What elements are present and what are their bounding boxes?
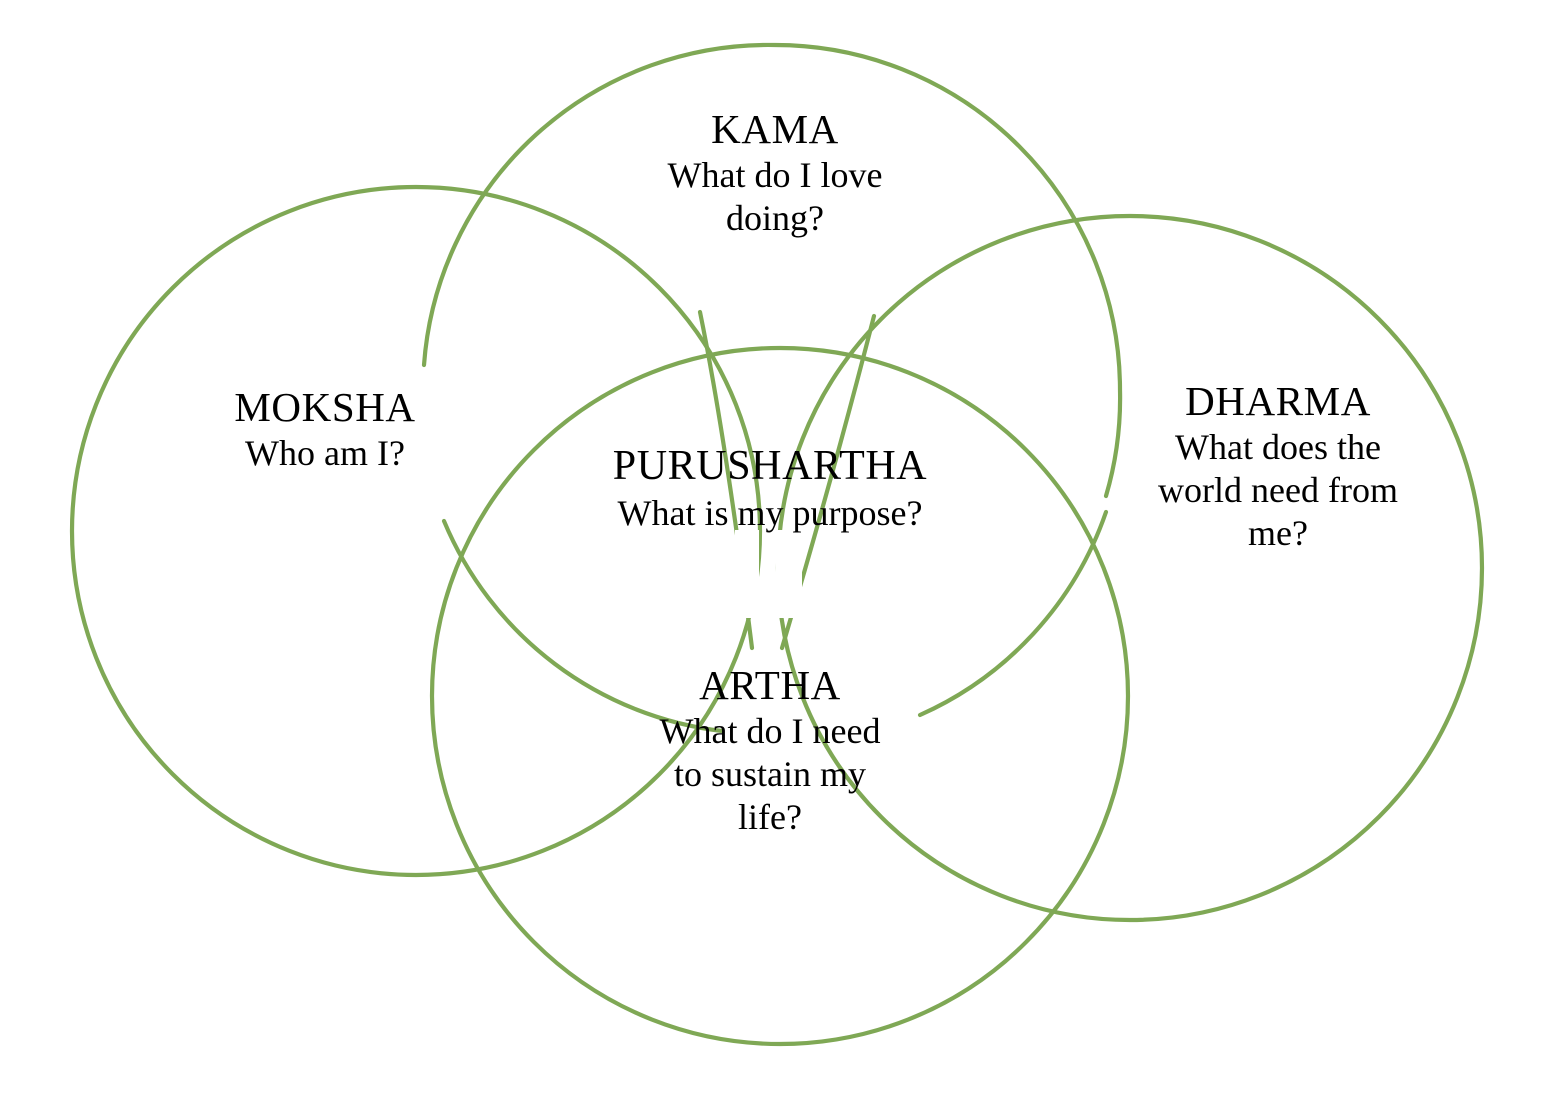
label-artha-question-line-1: What do I need [659, 710, 881, 751]
label-kama: KAMA What do I love doing? [635, 106, 915, 239]
label-moksha-question: Who am I? [245, 432, 405, 473]
label-dharma-question-line-3: me? [1248, 512, 1308, 553]
label-kama-title: KAMA [711, 106, 839, 152]
circle-moksha [69, 184, 763, 878]
label-kama-question-line-2: doing? [726, 197, 824, 238]
label-moksha: MOKSHA Who am I? [185, 384, 465, 474]
label-artha: ARTHA What do I need to sustain my life? [630, 662, 910, 838]
label-moksha-title: MOKSHA [234, 384, 416, 430]
label-purushartha-title: PURUSHARTHA [612, 443, 928, 489]
label-purushartha: PURUSHARTHA What is my purpose? [570, 443, 970, 534]
stub-gap-mask-left [735, 530, 759, 618]
circle-artha [429, 345, 1131, 1047]
label-artha-question-line-3: life? [738, 796, 802, 837]
label-kama-question-line-1: What do I love [667, 154, 883, 195]
label-artha-question-line-2: to sustain my [673, 753, 866, 794]
label-artha-title: ARTHA [699, 662, 841, 708]
circle-kama-main-arc [421, 42, 1123, 499]
label-dharma-question-line-2: world need from [1158, 469, 1398, 510]
circle-kama-lower-left-arc [441, 518, 725, 734]
label-dharma-title: DHARMA [1185, 378, 1371, 424]
stub-gap-mask-right [776, 530, 802, 618]
label-purushartha-question: What is my purpose? [617, 492, 923, 533]
label-dharma-question-line-1: What does the [1175, 426, 1381, 467]
circle-kama-lower-right-arc [917, 509, 1109, 718]
label-dharma: DHARMA What does the world need from me? [1128, 378, 1428, 554]
